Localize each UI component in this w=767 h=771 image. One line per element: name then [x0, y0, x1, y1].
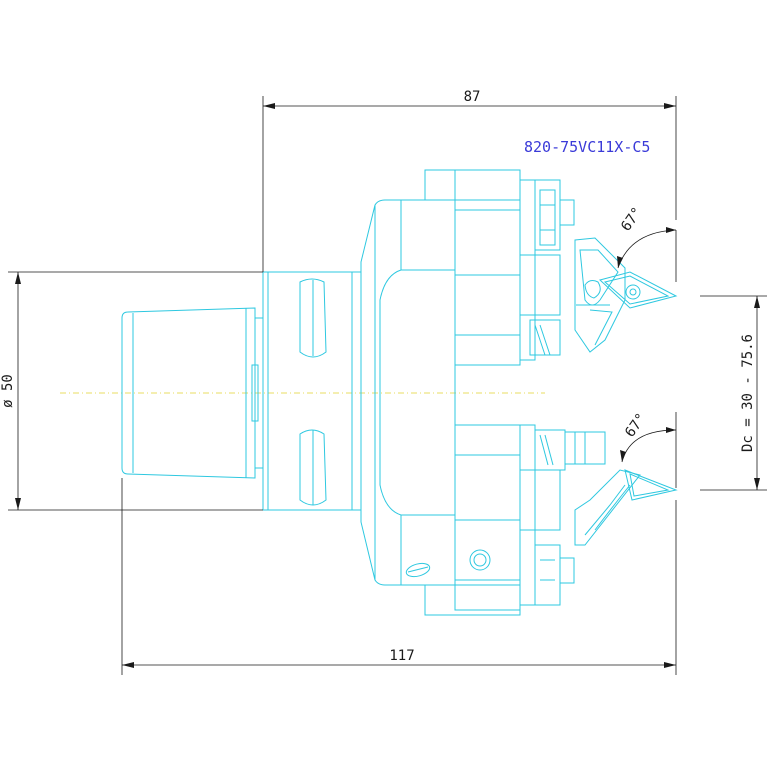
part-number-label: 820-75VC11X-C5	[524, 138, 650, 156]
flange-coupling	[262, 271, 362, 511]
lower-insert-holder	[574, 469, 641, 546]
adjust-screw-hole	[469, 549, 491, 571]
upper-angle-dimension	[617, 227, 677, 282]
lower-slide	[424, 424, 606, 616]
lower-angle-dimension	[620, 412, 677, 488]
dimension-dc-label: Dc = 30 - 75.6	[740, 334, 756, 452]
upper-insert-holder	[574, 237, 626, 353]
upper-angle-label: 67°	[618, 204, 646, 234]
lower-insert	[624, 469, 678, 501]
drive-slot-bottom	[299, 429, 327, 506]
upper-slide	[424, 169, 575, 366]
dimension-diameter-label: ø 50	[0, 374, 16, 408]
upper-insert	[598, 271, 678, 309]
dimension-87-label: 87	[464, 89, 481, 105]
drive-slot-top	[299, 278, 327, 358]
dimension-total-length	[121, 478, 677, 675]
dimension-shank-diameter	[8, 271, 263, 511]
lower-angle-label: 67°	[622, 410, 650, 440]
bolt-hole	[405, 562, 431, 578]
dimension-117-label: 117	[389, 648, 414, 664]
dimension-cutting-range	[700, 295, 767, 491]
dimension-overall-width	[262, 96, 677, 272]
